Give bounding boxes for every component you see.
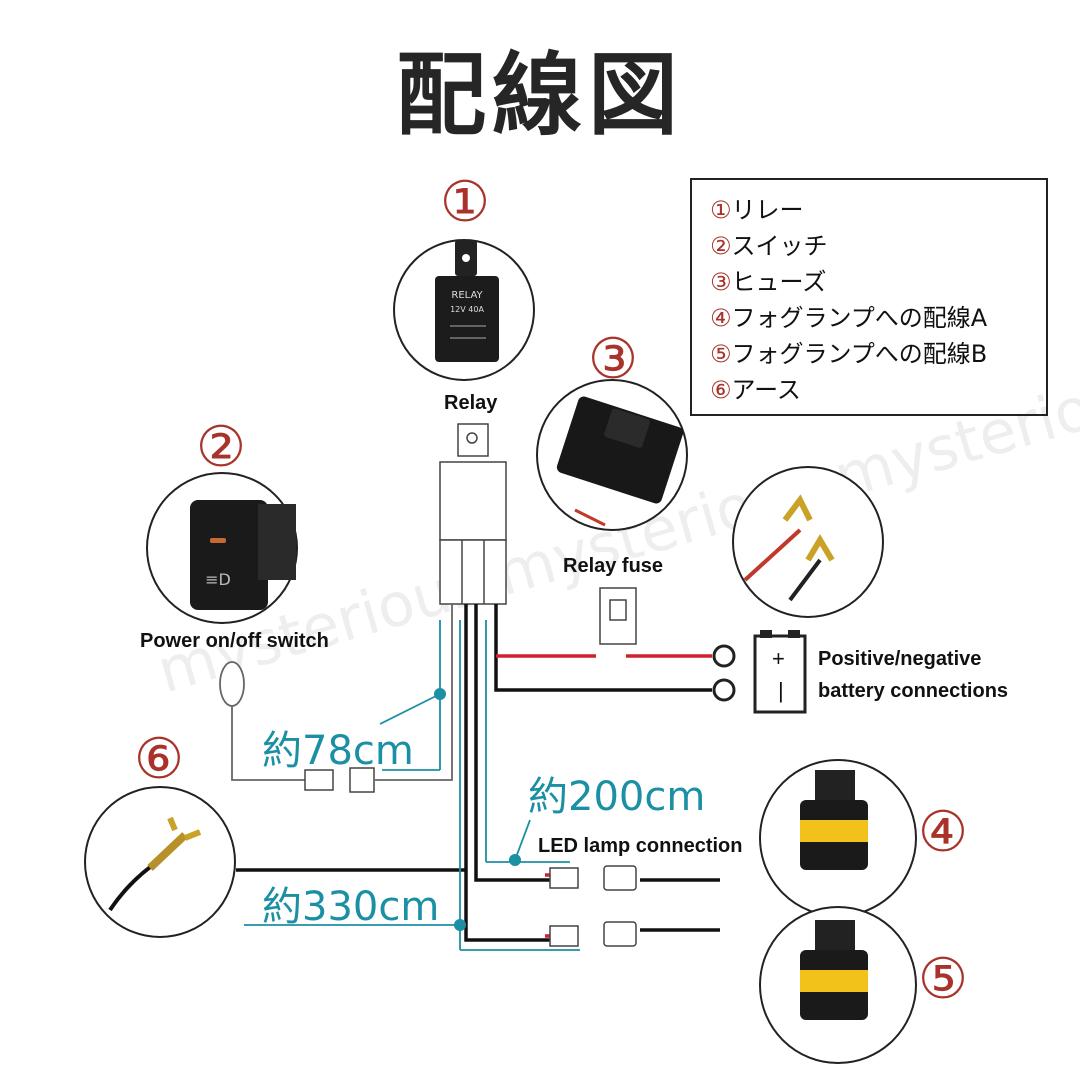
relay-photo: RELAY 12V 40A xyxy=(435,240,499,362)
legend-number: ⑥ xyxy=(710,376,732,404)
battery-plus-sign: + xyxy=(772,646,785,671)
battery-label-1: Positive/negative xyxy=(818,648,982,670)
legend-text: ヒューズ xyxy=(731,268,827,296)
fuse-holder xyxy=(599,587,637,645)
length-330cm: 約330cm xyxy=(262,884,440,930)
legend-text: アース xyxy=(731,376,801,404)
legend-text: フォグランプへの配線B xyxy=(731,340,988,368)
page-title: 配線図 xyxy=(396,43,684,148)
legend-item: ④フォグランプへの配線A xyxy=(710,300,1046,336)
length-200cm: 約200cm xyxy=(528,774,706,820)
battery-label-2: battery connections xyxy=(818,680,1009,702)
relay-box xyxy=(439,423,507,605)
legend-number: ② xyxy=(710,232,732,260)
led-lamp-label: LED lamp connection xyxy=(538,835,743,857)
switch-wire xyxy=(219,604,453,781)
battery-terminal-photo xyxy=(743,494,835,602)
number-1: ① xyxy=(439,170,491,235)
number-6: ⑥ xyxy=(133,727,185,792)
legend-item: ②スイッチ xyxy=(710,228,1046,264)
legend-item: ⑥アース xyxy=(710,372,1046,408)
relay-label: Relay xyxy=(444,392,498,414)
measurement-dots xyxy=(434,688,521,931)
legend-text: フォグランプへの配線A xyxy=(731,304,988,332)
svg-text:≡D: ≡D xyxy=(205,570,231,589)
power-switch-label: Power on/off switch xyxy=(140,630,329,652)
fuse-photo xyxy=(556,396,684,527)
legend-item: ①リレー xyxy=(710,192,1046,228)
fog-connector-a-photo xyxy=(800,770,868,870)
number-2: ② xyxy=(195,415,247,480)
measurement-arrows xyxy=(244,620,580,951)
lamp-a-socket xyxy=(603,865,637,891)
legend-text: リレー xyxy=(731,196,804,224)
positive-ring-terminal xyxy=(712,644,736,668)
legend-number: ⑤ xyxy=(710,340,732,368)
relay-photo-text-2: 12V 40A xyxy=(450,305,484,314)
lamp-b-plug xyxy=(549,925,579,947)
relay-fuse-label: Relay fuse xyxy=(563,555,664,577)
number-5: ⑤ xyxy=(917,947,969,1012)
legend-box: ①リレー ②スイッチ ③ヒューズ ④フォグランプへの配線A ⑤フォグランプへの配… xyxy=(690,178,1048,416)
number-4: ④ xyxy=(917,800,969,865)
switch-socket xyxy=(349,767,375,793)
legend-text: スイッチ xyxy=(731,232,828,260)
battery-box xyxy=(753,630,807,714)
legend-number: ③ xyxy=(710,268,732,296)
length-78cm: 約78cm xyxy=(262,728,414,774)
lamp-a-plug xyxy=(549,867,579,889)
battery-terminal-photo-circle xyxy=(732,466,884,618)
number-3: ③ xyxy=(587,327,639,392)
legend-item: ⑤フォグランプへの配線B xyxy=(710,336,1046,372)
fog-connector-b-photo xyxy=(800,920,868,1020)
lamp-b-socket xyxy=(603,921,637,947)
battery-minus-sign: | xyxy=(778,678,784,703)
black-wires xyxy=(236,604,720,942)
ground-photo xyxy=(108,816,202,912)
legend-item: ③ヒューズ xyxy=(710,264,1046,300)
switch-photo: ≡D xyxy=(190,500,296,610)
legend-number: ① xyxy=(710,196,732,224)
switch-plug xyxy=(304,769,334,791)
legend-number: ④ xyxy=(710,304,732,332)
negative-ring-terminal xyxy=(712,678,736,702)
relay-photo-text-1: RELAY xyxy=(451,290,483,301)
